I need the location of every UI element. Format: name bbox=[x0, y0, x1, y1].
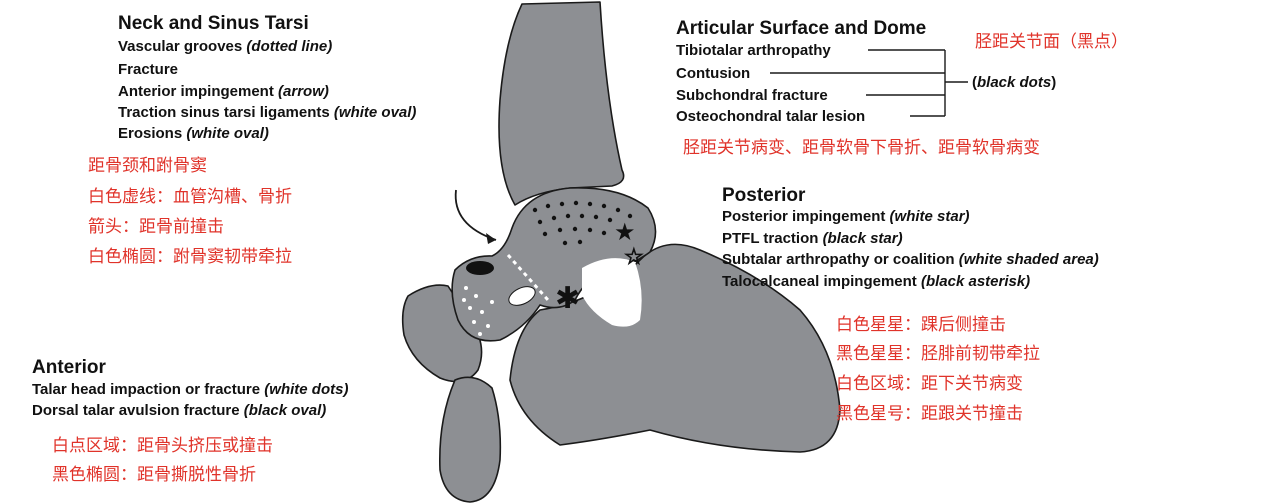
anterior-title: Anterior bbox=[32, 357, 106, 378]
posterior-cn-1: 白色星星：踝后侧撞击 bbox=[836, 315, 1006, 335]
posterior-cn-3: 白色区域：距下关节病变 bbox=[836, 374, 1023, 394]
black-dots bbox=[532, 200, 633, 246]
neck-cn-2: 白色虚线：血管沟槽、骨折 bbox=[88, 187, 292, 207]
neck-item-1: Vascular grooves (dotted line) bbox=[118, 38, 333, 55]
articular-cn-title: 胫距关节面（黑点） bbox=[975, 32, 1128, 52]
dotted-line bbox=[506, 254, 550, 301]
white-shaded-area bbox=[582, 258, 642, 327]
neck-title: Neck and Sinus Tarsi bbox=[118, 13, 309, 34]
tibia-bone bbox=[498, 1, 625, 206]
articular-cn: 胫距关节病变、距骨软骨下骨折、距骨软骨病变 bbox=[683, 138, 1040, 158]
white-oval bbox=[508, 286, 536, 306]
black-oval bbox=[466, 261, 494, 275]
arrow-icon bbox=[454, 189, 497, 241]
anterior-cn-2: 黑色椭圆：距骨撕脱性骨折 bbox=[52, 465, 256, 485]
anterior-cn-1: 白点区域：距骨头挤压或撞击 bbox=[52, 436, 273, 456]
neck-item-4: Traction sinus tarsi ligaments (white ov… bbox=[118, 104, 417, 121]
articular-item-2: Contusion bbox=[676, 65, 751, 82]
talus-bone bbox=[451, 187, 657, 342]
neck-item-2: Fracture bbox=[118, 61, 179, 78]
anterior-item-2: Dorsal talar avulsion fracture (black ov… bbox=[32, 402, 327, 419]
neck-cn-3: 箭头：距骨前撞击 bbox=[88, 217, 224, 237]
neck-cn-4: 白色椭圆：跗骨窦韧带牵拉 bbox=[88, 247, 292, 267]
black-star-icon: ★ bbox=[614, 218, 636, 246]
articular-title: Articular Surface and Dome bbox=[676, 18, 927, 39]
articular-item-4: Osteochondral talar lesion bbox=[676, 108, 866, 125]
cuboid-bone bbox=[438, 376, 502, 503]
white-dots bbox=[462, 286, 494, 336]
posterior-item-1: Posterior impingement (white star) bbox=[722, 208, 970, 225]
posterior-cn-2: 黑色星星：胫腓前韧带牵拉 bbox=[836, 344, 1040, 364]
posterior-item-2: PTFL traction (black star) bbox=[722, 230, 903, 247]
white-star-icon: ☆ bbox=[624, 245, 644, 270]
black-dots-label: (black dots) bbox=[972, 74, 1057, 91]
neck-item-3: Anterior impingement (arrow) bbox=[118, 83, 329, 100]
posterior-cn-4: 黑色星号：距跟关节撞击 bbox=[836, 404, 1023, 424]
posterior-item-4: Talocalcaneal impingement (black asteris… bbox=[722, 273, 1031, 290]
posterior-title: Posterior bbox=[722, 185, 806, 206]
neck-cn-1: 距骨颈和跗骨窦 bbox=[88, 156, 207, 176]
articular-item-1: Tibiotalar arthropathy bbox=[676, 42, 831, 59]
posterior-item-3: Subtalar arthropathy or coalition (white… bbox=[722, 251, 1099, 268]
bracket-lines bbox=[770, 49, 968, 117]
black-asterisk-icon: ✱ bbox=[555, 281, 580, 316]
neck-item-5: Erosions (white oval) bbox=[118, 125, 269, 142]
articular-item-3: Subchondral fracture bbox=[676, 87, 828, 104]
anterior-item-1: Talar head impaction or fracture (white … bbox=[32, 381, 349, 398]
